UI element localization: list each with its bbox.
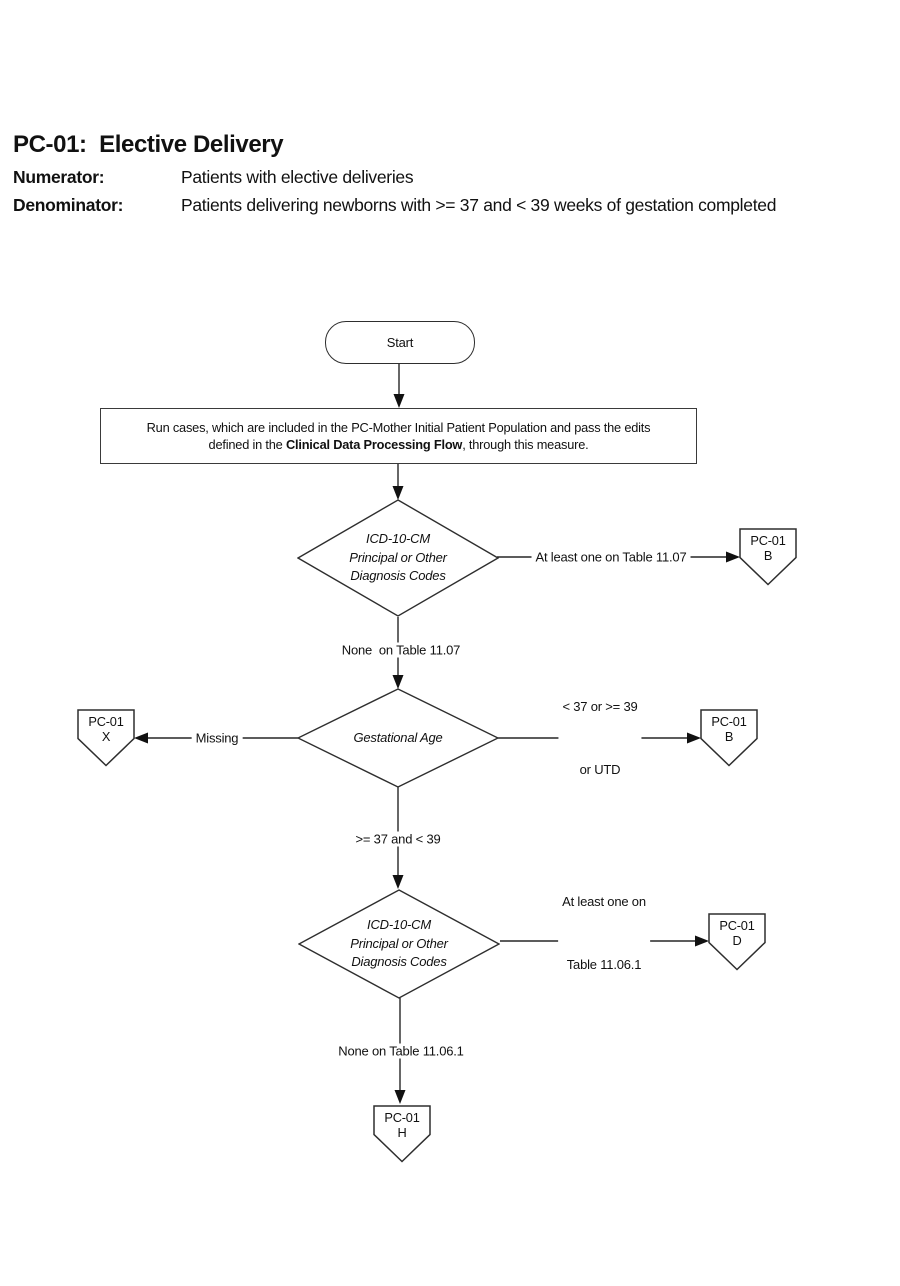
connector-letter: X — [101, 729, 111, 744]
denominator-label: Denominator: — [13, 195, 124, 215]
branch-label-d2-right-line2: or UTD — [579, 762, 621, 777]
decision-diamond-diagnosis-2: ICD-10-CM Principal or Other Diagnosis C… — [298, 889, 500, 999]
branch-label-d2-right: < 37 or >= 39 or UTD — [558, 654, 642, 822]
pentagon-shape — [373, 1105, 431, 1163]
diamond-shape — [297, 499, 499, 617]
offpage-connector-d: PC-01 D — [708, 913, 766, 971]
branch-label-d3-down: None on Table 11.06.1 — [334, 1043, 468, 1059]
diamond1-line1: ICD-10-CM — [366, 531, 430, 547]
denominator-value: Patients delivering newborns with >= 37 … — [181, 195, 777, 215]
connector-measure: PC-01 — [711, 714, 747, 729]
offpage-connector-b1: PC-01 B — [739, 528, 797, 586]
arrowhead-diamond2-to-x — [134, 732, 148, 744]
branch-label-d3-right: At least one on Table 11.06.1 — [558, 849, 650, 1017]
branch-label-d2-right-line1: < 37 or >= 39 — [562, 699, 638, 714]
diamond2-label: Gestational Age — [353, 729, 443, 745]
offpage-connector-b2: PC-01 B — [700, 709, 758, 767]
connector-measure: PC-01 — [88, 714, 124, 729]
connector-letter: H — [397, 1125, 407, 1140]
process-line2-post: , through this measure. — [462, 437, 589, 452]
process-line2-bold: Clinical Data Processing Flow — [285, 437, 463, 452]
arrowhead-diamond2-to-diamond3 — [392, 875, 404, 889]
arrowhead-diamond3-to-h — [394, 1090, 406, 1104]
arrowhead-diamond2-to-b2 — [687, 732, 701, 744]
connector-measure: PC-01 — [384, 1110, 420, 1125]
offpage-connector-h: PC-01 H — [373, 1105, 431, 1163]
branch-label-d3-right-line2: Table 11.06.1 — [566, 957, 642, 972]
diamond1-line3: Diagnosis Codes — [350, 568, 446, 584]
connector-measure: PC-01 — [719, 918, 755, 933]
connector-letter: B — [763, 548, 773, 563]
connector-measure: PC-01 — [750, 533, 786, 548]
branch-label-d2-left: Missing — [191, 730, 243, 746]
process-line2: defined in the Clinical Data Processing … — [209, 436, 589, 453]
arrowhead-diamond1-to-b1 — [726, 551, 740, 563]
pentagon-shape — [77, 709, 135, 767]
arrowhead-diamond3-to-d — [695, 935, 709, 947]
page-title: PC-01: Elective Delivery — [13, 131, 284, 158]
process-node: Run cases, which are included in the PC-… — [100, 408, 697, 464]
arrowhead-diamond1-to-diamond2 — [392, 675, 404, 689]
offpage-connector-x: PC-01 X — [77, 709, 135, 767]
process-line2-pre: defined in the — [208, 437, 286, 452]
start-node: Start — [325, 321, 475, 364]
diamond3-line3: Diagnosis Codes — [351, 954, 447, 970]
diamond-shape — [298, 889, 500, 999]
pentagon-shape — [739, 528, 797, 586]
branch-label-d1-right: At least one on Table 11.07 — [531, 549, 691, 565]
decision-diamond-diagnosis-1: ICD-10-CM Principal or Other Diagnosis C… — [297, 499, 499, 617]
branch-label-d2-down: >= 37 and < 39 — [351, 831, 445, 847]
branch-label-d1-down: None on Table 11.07 — [337, 642, 465, 658]
arrowhead-start-to-process — [393, 394, 405, 408]
pentagon-shape — [700, 709, 758, 767]
process-line1: Run cases, which are included in the PC-… — [146, 420, 651, 435]
start-label: Start — [386, 335, 414, 350]
numerator-label: Numerator: — [13, 167, 105, 187]
pentagon-shape — [708, 913, 766, 971]
numerator-value: Patients with elective deliveries — [181, 167, 414, 187]
diamond1-line2: Principal or Other — [349, 549, 447, 565]
arrowhead-process-to-diamond1 — [392, 486, 404, 500]
diamond3-line2: Principal or Other — [350, 935, 448, 951]
decision-diamond-gestational-age: Gestational Age — [297, 688, 499, 788]
connector-letter: D — [732, 933, 742, 948]
diamond-shape — [297, 688, 499, 788]
connector-letter: B — [724, 729, 734, 744]
diamond3-line1: ICD-10-CM — [367, 917, 431, 933]
branch-label-d3-right-line1: At least one on — [562, 894, 646, 909]
